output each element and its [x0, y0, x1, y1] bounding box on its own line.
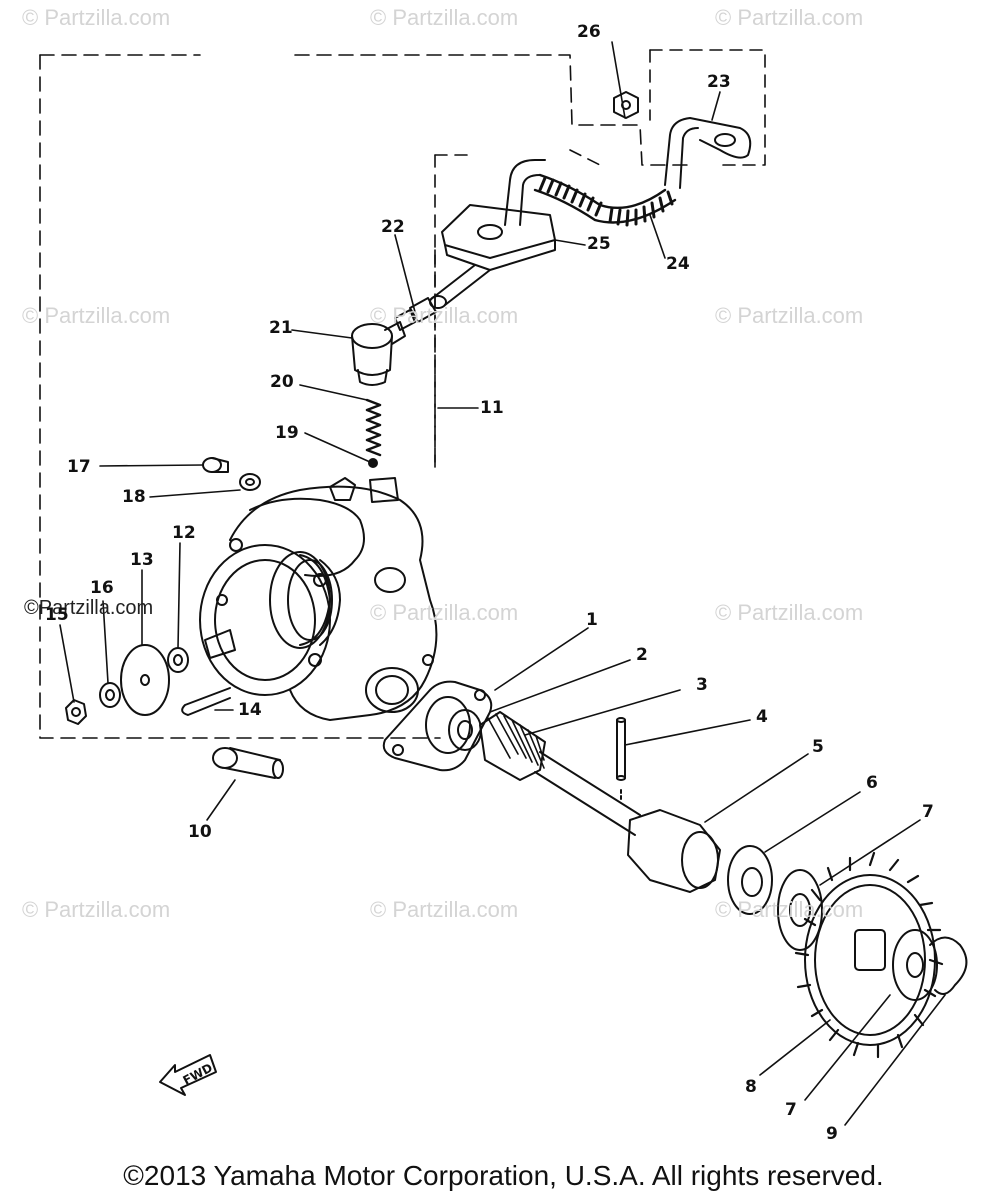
watermark: © Partzilla.com: [715, 5, 864, 30]
callout-12[interactable]: 12: [172, 523, 196, 543]
part-16-washer: [99, 682, 121, 708]
watermark: © Partzilla.com: [715, 303, 864, 328]
part-10-bolt: [212, 747, 284, 779]
part-6-washer: [727, 845, 773, 915]
part-1-gasket: [382, 680, 493, 772]
callout-7[interactable]: 7: [922, 802, 934, 822]
callout-20[interactable]: 20: [270, 372, 294, 392]
callout-26[interactable]: 26: [577, 22, 601, 42]
group-outline-11: [434, 149, 601, 471]
callout-4[interactable]: 4: [756, 707, 768, 727]
part-5-collar: [627, 809, 721, 893]
callout-19[interactable]: 19: [275, 423, 299, 443]
part-7-washer-b: [892, 929, 938, 1001]
callout-2[interactable]: 2: [636, 645, 648, 665]
callout-5[interactable]: 5: [812, 737, 824, 757]
copyright-footer: ©2013 Yamaha Motor Corporation, U.S.A. A…: [123, 1160, 884, 1191]
fwd-arrow: [159, 1054, 217, 1096]
callout-6[interactable]: 6: [866, 773, 878, 793]
part-23-pipe: [664, 117, 752, 189]
part-12-washer: [167, 647, 189, 673]
leader-lines: [59, 41, 946, 1126]
watermark: © Partzilla.com: [715, 600, 864, 625]
part-14-clip: [181, 687, 231, 716]
part-24-hose: [533, 173, 677, 227]
callout-14[interactable]: 14: [238, 700, 262, 720]
part-4-pin: [616, 717, 626, 801]
callout-16[interactable]: 16: [90, 578, 114, 598]
watermark: © Partzilla.com: [22, 897, 171, 922]
watermark: © Partzilla.com: [22, 5, 171, 30]
part-7-washer-a: [777, 869, 823, 951]
part-13-plate: [120, 644, 170, 716]
callout-21[interactable]: 21: [269, 318, 293, 338]
callout-3[interactable]: 3: [696, 675, 708, 695]
watermark: © Partzilla.com: [22, 303, 171, 328]
part-21-cap: [351, 321, 406, 386]
watermark: © Partzilla.com: [370, 303, 519, 328]
part-20-spring: [365, 398, 382, 457]
callout-7[interactable]: 7: [785, 1100, 797, 1120]
inline-brand: ©Partzilla.com: [24, 597, 154, 619]
part-9-circlip: [929, 936, 968, 995]
callout-10[interactable]: 10: [188, 822, 212, 842]
part-18-washer: [239, 473, 261, 491]
callout-24[interactable]: 24: [666, 254, 690, 274]
part-17-bolt: [202, 457, 229, 473]
callout-13[interactable]: 13: [130, 550, 154, 570]
watermark: © Partzilla.com: [370, 5, 519, 30]
callout-23[interactable]: 23: [707, 72, 731, 92]
callout-11[interactable]: 11: [480, 398, 504, 418]
group-outline-pump: [39, 54, 691, 739]
watermark: © Partzilla.com: [715, 897, 864, 922]
callout-15[interactable]: 15: [45, 605, 69, 625]
part-3-worm-shaft: [479, 711, 641, 836]
callout-22[interactable]: 22: [381, 217, 405, 237]
watermark: © Partzilla.com: [370, 897, 519, 922]
part-25-fitting: [429, 159, 556, 309]
part-8-gear: [794, 851, 944, 1059]
callout-25[interactable]: 25: [587, 234, 611, 254]
fwd-label: FWD: [181, 1061, 215, 1088]
part-26-nut: [613, 91, 639, 119]
part-19-ball: [368, 458, 378, 468]
callout-1[interactable]: 1: [586, 610, 598, 630]
group-outline-23: [649, 49, 766, 166]
callout-18[interactable]: 18: [122, 487, 146, 507]
callout-8[interactable]: 8: [745, 1077, 757, 1097]
callout-9[interactable]: 9: [826, 1124, 838, 1144]
part-15-nut: [65, 699, 87, 725]
pump-body: [199, 477, 438, 721]
part-22-fitting: [394, 297, 437, 331]
watermark: © Partzilla.com: [370, 600, 519, 625]
callout-17[interactable]: 17: [67, 457, 91, 477]
